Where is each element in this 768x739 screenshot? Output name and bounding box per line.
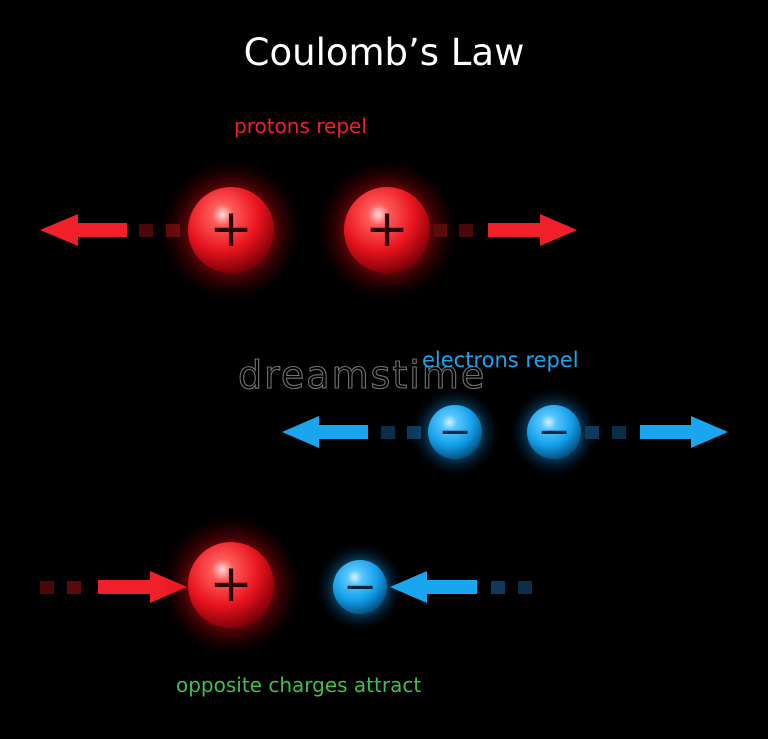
- watermark-text: dreamstime: [237, 353, 487, 397]
- proton-particle: +: [161, 515, 301, 655]
- electron-particle-right: −: [510, 388, 598, 476]
- arrow-left-icon: [282, 416, 368, 448]
- arrow-right-icon: [488, 214, 577, 246]
- dashed-trail-right: [585, 426, 626, 439]
- electron-particle: −: [316, 543, 404, 631]
- proton-particle-left: +: [161, 160, 301, 300]
- electrons-repel-label: electrons repel: [422, 348, 579, 372]
- arrow-right-icon: [640, 416, 728, 448]
- arrow-left-icon: [390, 571, 477, 603]
- protons-repel-label: protons repel: [234, 114, 367, 138]
- arrow-left-icon: [40, 214, 127, 246]
- dashed-trail-right: [491, 581, 532, 594]
- charge-symbol: −: [537, 409, 571, 455]
- charge-symbol: +: [209, 554, 253, 614]
- page-title: Coulomb’s Law: [243, 31, 525, 74]
- opposite-panel: + −: [40, 515, 532, 655]
- charge-symbol: +: [365, 199, 409, 259]
- charge-symbol: +: [209, 199, 253, 259]
- protons-panel: + +: [40, 160, 577, 300]
- electrons-panel: − −: [282, 388, 728, 476]
- dashed-trail-right: [433, 224, 473, 237]
- proton-particle-right: +: [317, 160, 457, 300]
- opposite-charges-label: opposite charges attract: [176, 673, 422, 697]
- charge-symbol: −: [438, 409, 472, 455]
- dashed-trail-left: [40, 581, 81, 594]
- charge-symbol: −: [343, 564, 377, 610]
- electron-particle-left: −: [411, 388, 499, 476]
